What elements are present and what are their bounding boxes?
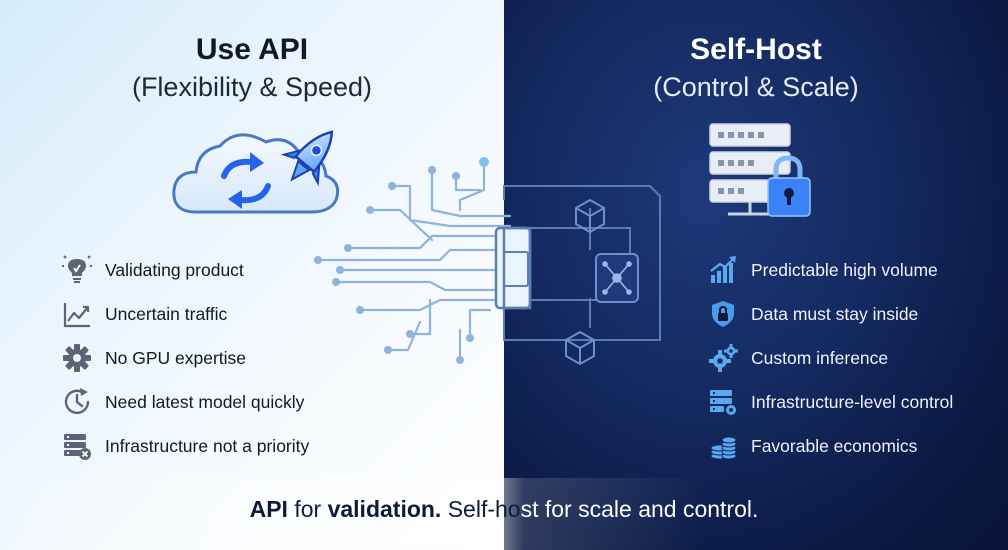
list-item: Data must stay inside	[706, 292, 953, 336]
cube-icon-bottom	[565, 330, 595, 366]
list-item: Infrastructure not a priority	[60, 424, 309, 468]
summary-tagline: API for validation. Self-host for scale …	[0, 496, 1008, 523]
list-item-label: Infrastructure-level control	[751, 391, 954, 412]
coin-stack-icon	[706, 429, 740, 463]
cloud-rocket-icon	[172, 130, 340, 214]
self-host-title: Self-Host	[690, 33, 822, 66]
self-host-subtitle: (Control & Scale)	[653, 72, 859, 102]
circuit-diagram	[314, 157, 661, 366]
server-lock-icon	[709, 123, 811, 217]
list-item-label: Uncertain traffic	[105, 303, 228, 324]
list-item: Custom inference	[706, 336, 953, 380]
chip-left-half	[494, 226, 532, 310]
right-panel-background	[504, 0, 1008, 550]
line-chart-icon	[60, 297, 94, 331]
list-item: No GPU expertise	[60, 336, 309, 380]
tagline-for: for	[287, 496, 328, 522]
clock-arrow-icon	[60, 385, 94, 419]
list-item-label: Validating product	[105, 259, 244, 280]
api-subtitle: (Flexibility & Speed)	[131, 72, 373, 102]
list-item-label: No GPU expertise	[105, 347, 247, 368]
list-item: Uncertain traffic	[60, 292, 309, 336]
cube-icon-top	[575, 198, 605, 234]
list-item: Need latest model quickly	[60, 380, 309, 424]
list-item-label: Favorable economics	[751, 435, 918, 456]
bar-chart-up-icon	[706, 253, 740, 287]
list-item: Infrastructure-level control	[706, 380, 953, 424]
api-reasons-list: Validating product Uncertain traffic No …	[60, 248, 309, 468]
tagline-scale-control: st for scale and control.	[520, 496, 759, 522]
footer-glow	[0, 478, 1008, 550]
list-item-label: Custom inference	[751, 347, 889, 368]
gear-icon	[60, 341, 94, 375]
list-item-label: Need latest model quickly	[105, 391, 305, 412]
left-circuit-traces	[316, 160, 512, 362]
shield-lock-icon	[706, 297, 740, 331]
api-title: Use API	[195, 33, 309, 66]
list-item-label: Predictable high volume	[751, 259, 938, 280]
list-item: Validating product	[60, 248, 309, 292]
list-item-label: Data must stay inside	[751, 303, 919, 324]
list-item-label: Infrastructure not a priority	[105, 435, 310, 456]
server-x-icon	[60, 429, 94, 463]
lightbulb-icon	[60, 253, 94, 287]
server-settings-icon	[706, 385, 740, 419]
list-item: Predictable high volume	[706, 248, 953, 292]
gears-icon	[706, 341, 740, 375]
self-host-reasons-list: Predictable high volume Data must stay i…	[706, 248, 953, 468]
tagline-api: API	[249, 496, 288, 522]
list-item: Favorable economics	[706, 424, 953, 468]
tagline-self-host: Self-ho	[441, 496, 521, 522]
tagline-validation: validation.	[327, 496, 442, 522]
